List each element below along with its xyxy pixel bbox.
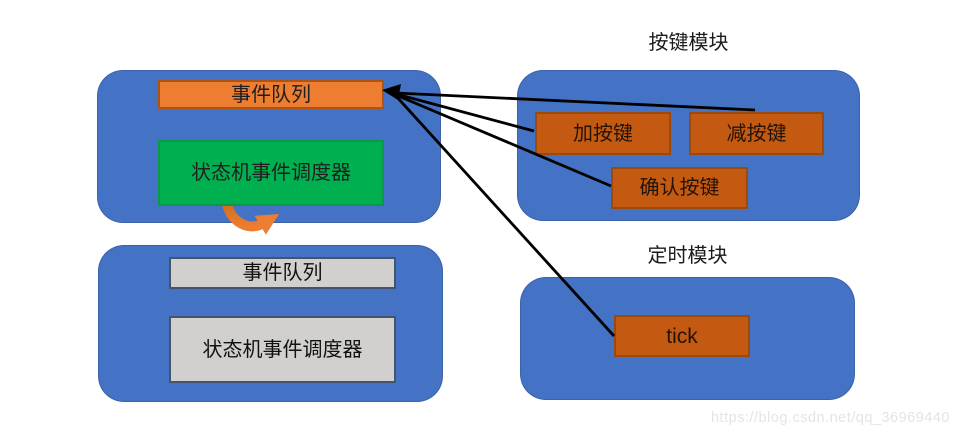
inactive-scheduler-box: 状态机事件调度器 [169,316,396,383]
key-module-title: 按键模块 [648,32,729,54]
tick-label: tick [666,324,698,348]
watermark-text: https://blog.csdn.net/qq_36969440 [710,410,950,426]
key-minus-label: 减按键 [726,122,787,145]
inactive-event-queue-box: 事件队列 [169,257,396,289]
active-scheduler-label: 状态机事件调度器 [191,162,351,184]
tick-box: tick [614,315,750,357]
timer-module-title: 定时模块 [647,245,728,267]
key-confirm-box: 确认按键 [611,167,748,209]
timer-module-panel: tick [520,277,855,400]
active-event-queue-box: 事件队列 [158,80,384,109]
active-scheduler-box: 状态机事件调度器 [158,140,384,206]
key-minus-box: 减按键 [689,112,824,155]
active-fsm-panel: 事件队列 状态机事件调度器 [97,70,441,235]
key-confirm-label: 确认按键 [639,177,720,199]
key-plus-label: 加按键 [573,122,633,145]
key-plus-box: 加按键 [535,112,671,155]
inactive-fsm-panel: 事件队列 状态机事件调度器 [98,245,443,402]
inactive-scheduler-label: 状态机事件调度器 [202,338,363,361]
active-event-queue-label: 事件队列 [231,83,311,106]
key-module-panel: 加按键 减按键 确认按键 [517,70,860,221]
inactive-event-queue-label: 事件队列 [242,262,323,284]
